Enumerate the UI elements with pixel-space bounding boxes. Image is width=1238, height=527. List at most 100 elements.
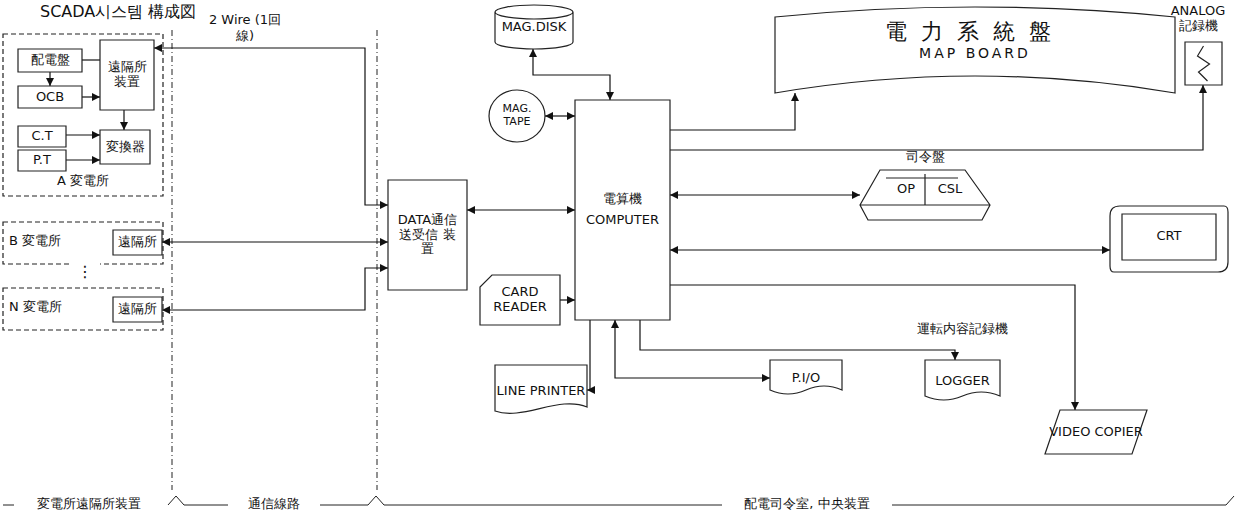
node-text: CARD READER bbox=[480, 285, 560, 315]
connector bbox=[162, 241, 388, 242]
node-text: ANALOG 記録機 bbox=[1163, 4, 1233, 34]
breaker-box: OCB bbox=[18, 86, 82, 108]
substation-area: A 変電所 配電盤 遠隔所 装置 OCB C.T P.T 変換器 bbox=[3, 34, 163, 196]
connector bbox=[467, 209, 575, 210]
outline-path bbox=[100, 130, 150, 164]
outline-path bbox=[3, 222, 163, 264]
node-text: 遠隔所 bbox=[118, 302, 157, 317]
section-label: 通信線路 bbox=[228, 496, 320, 512]
converter-box: 変換器 bbox=[100, 130, 150, 164]
text-holder: LOGGER bbox=[925, 360, 1000, 402]
text-holder: CARD READER bbox=[480, 275, 560, 325]
connector bbox=[533, 49, 610, 100]
node-text: 遠隔所 bbox=[118, 235, 157, 250]
outline-path bbox=[113, 297, 162, 322]
map-board: 電力系統盤MAP BOARD bbox=[775, 5, 1175, 93]
connector bbox=[545, 115, 575, 116]
connector bbox=[670, 285, 1075, 410]
node-text: 運転内容記録機 bbox=[900, 322, 1025, 337]
boundary-line bbox=[377, 30, 378, 490]
connector bbox=[640, 320, 955, 360]
connector bbox=[670, 93, 795, 130]
computer-box: 電算機 COMPUTER bbox=[575, 100, 670, 320]
outline-path bbox=[113, 230, 162, 255]
connector bbox=[123, 110, 124, 130]
outline-path bbox=[489, 90, 545, 142]
node-text: OP bbox=[888, 182, 924, 197]
node-text: 配電盤 bbox=[31, 53, 70, 68]
outline-path bbox=[575, 100, 670, 320]
node-text: MAP BOARD bbox=[919, 45, 1031, 61]
node-text: LINE PRINTER bbox=[497, 384, 586, 399]
edge-label: 2 Wire (1回線) bbox=[200, 12, 290, 43]
connector bbox=[560, 299, 575, 300]
text-holder: CRT bbox=[1110, 200, 1228, 272]
tape-circle: MAG. TAPE bbox=[489, 90, 545, 142]
text-holder: MAG. TAPE bbox=[489, 90, 545, 142]
card-reader: CARD READER bbox=[480, 275, 560, 325]
outline-path bbox=[3, 288, 163, 330]
connector bbox=[162, 268, 388, 310]
outline-path bbox=[495, 5, 573, 49]
node-text: CRT bbox=[1156, 229, 1181, 244]
node-text: OCB bbox=[36, 90, 64, 105]
section-label: 変電所遠隔所装置 bbox=[14, 496, 164, 512]
text-holder: 変換器 bbox=[100, 130, 150, 164]
outline bbox=[860, 170, 990, 220]
outline-path bbox=[1185, 42, 1222, 85]
node-text: C.T bbox=[31, 129, 52, 144]
pio-unit: P.I/O bbox=[770, 360, 842, 396]
continuation-mark: ⋮ bbox=[70, 262, 100, 281]
console-desk: 司令盤OPCSL bbox=[860, 170, 990, 220]
outline-path bbox=[1110, 206, 1228, 272]
text-holder: 遠隔所 装置 bbox=[100, 40, 154, 110]
outline-path bbox=[775, 7, 1175, 93]
text-holder: P.T bbox=[18, 150, 66, 171]
video-copier: VIDEO COPIER bbox=[1045, 410, 1147, 454]
connector bbox=[670, 85, 1203, 150]
text-holder: 配電盤 bbox=[18, 49, 82, 72]
node-text: 電算機 bbox=[603, 192, 642, 207]
node-text: LOGGER bbox=[935, 374, 989, 389]
text-holder: C.T bbox=[18, 126, 66, 147]
remote-unit-box: 遠隔所 bbox=[113, 297, 162, 322]
diagram-title: SCADA시스템 構成図 bbox=[40, 2, 196, 21]
outline-path bbox=[100, 40, 154, 110]
outline-path bbox=[925, 360, 1000, 400]
crt-monitor: CRT bbox=[1110, 200, 1228, 272]
remote-unit-box: 遠隔所 装置 bbox=[100, 40, 154, 110]
section-label: 配電司令室, 中央装置 bbox=[722, 496, 892, 512]
text-holder: VIDEO COPIER bbox=[1045, 410, 1147, 454]
node-text: 電力系統盤 bbox=[885, 19, 1065, 44]
disk-cylinder: MAG.DISK bbox=[495, 5, 573, 49]
data-transceiver-box: DATA通信 送受信 装置 bbox=[388, 180, 467, 290]
node-text: 遠隔所 装置 bbox=[105, 60, 149, 90]
ct-box: C.T bbox=[18, 126, 66, 147]
outline bbox=[575, 100, 670, 320]
connector bbox=[66, 134, 100, 135]
node-text: MAG.DISK bbox=[502, 20, 567, 35]
node-text: COMPUTER bbox=[586, 213, 659, 228]
remote-unit-box: 遠隔所 bbox=[113, 230, 162, 255]
substation-area: N 変電所遠隔所 bbox=[3, 288, 163, 330]
node-text: P.I/O bbox=[792, 371, 820, 386]
text-holder: 電算機 COMPUTER bbox=[575, 100, 670, 320]
outline-path bbox=[3, 34, 163, 196]
node-text: A 変電所 bbox=[3, 174, 163, 189]
connector bbox=[49, 72, 50, 86]
outline-path bbox=[18, 49, 82, 72]
outline-path bbox=[770, 360, 842, 394]
range-bracket bbox=[3, 496, 1234, 505]
text-holder: MAG.DISK bbox=[495, 5, 573, 49]
node-text: 変換器 bbox=[106, 140, 145, 155]
connector bbox=[154, 48, 388, 205]
outline bbox=[1185, 42, 1222, 85]
outline-path bbox=[860, 170, 990, 220]
pt-box: P.T bbox=[18, 150, 66, 171]
text-holder: P.I/O bbox=[770, 360, 842, 396]
node-text: VIDEO COPIER bbox=[1049, 425, 1143, 440]
node-text: B 変電所 bbox=[9, 234, 99, 249]
outline-path bbox=[388, 180, 467, 290]
outline-path bbox=[480, 275, 560, 325]
node-text: 司令盤 bbox=[895, 150, 955, 165]
